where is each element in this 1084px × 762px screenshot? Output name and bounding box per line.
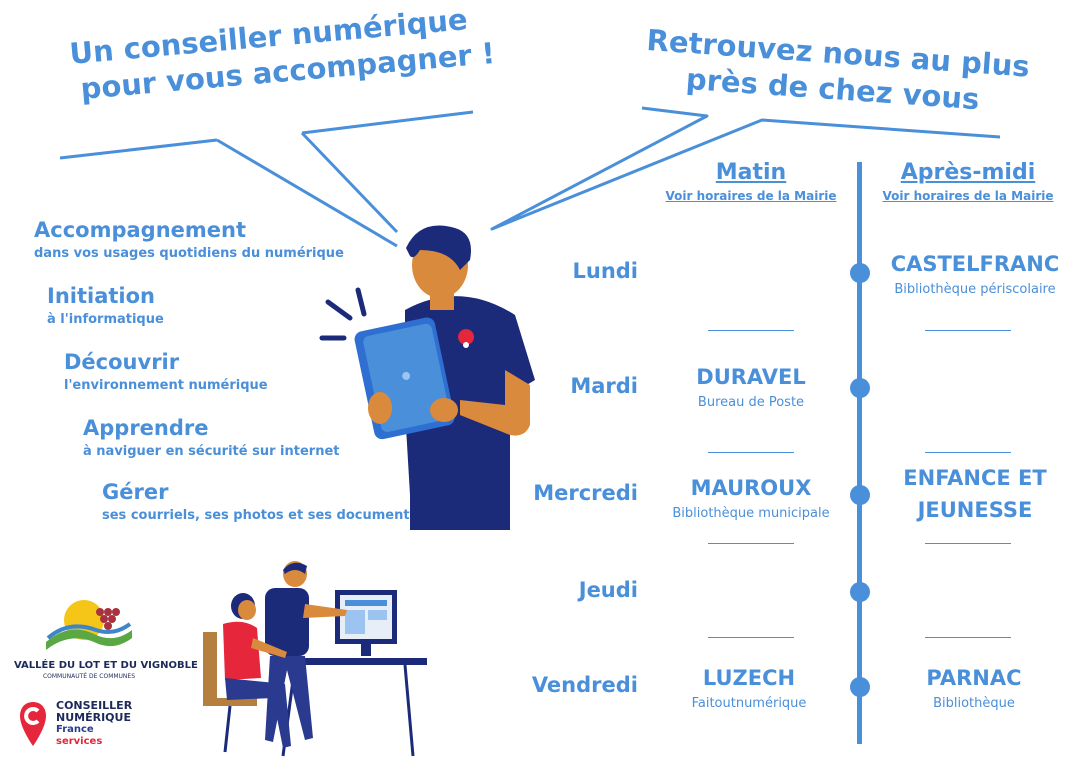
timeline-dot-mardi [850, 378, 870, 398]
service-subtitle: dans vos usages quotidiens du numérique [34, 246, 344, 261]
service-accompagnement: Accompagnement dans vos usages quotidien… [34, 218, 344, 261]
service-gerer: Gérer ses courriels, ses photos et ses d… [102, 480, 417, 523]
place-venue: Bibliothèque municipale [672, 506, 830, 521]
day-mardi: Mardi [570, 374, 638, 398]
computer-illustration [203, 561, 427, 757]
day-vendredi: Vendredi [531, 673, 638, 697]
service-title: Gérer [102, 480, 169, 504]
place-duravel: DURAVEL Bureau de Poste [661, 361, 841, 410]
timeline-line [857, 162, 862, 744]
afternoon-header: Après-midi Voir horaires de la Mairie [873, 160, 1063, 203]
separator [708, 452, 794, 453]
timeline-dot-mercredi [850, 485, 870, 505]
vallee-lot-name: VALLÉE DU LOT ET DU VIGNOBLE [14, 660, 198, 671]
service-subtitle: à naviguer en sécurité sur internet [83, 444, 340, 459]
separator [925, 543, 1011, 544]
service-initiation: Initiation à l'informatique [47, 284, 164, 327]
place-enfance-jeunesse: ENFANCE ET JEUNESSE [900, 462, 1050, 526]
separator [708, 330, 794, 331]
place-parnac: PARNAC Bibliothèque [884, 662, 1064, 711]
service-title: Accompagnement [34, 218, 246, 242]
advisor-illustration [319, 225, 535, 530]
vallee-lot-sub: COMMUNAUTÉ DE COMMUNES [42, 673, 136, 680]
conseiller-numerique-pin-icon [20, 702, 46, 746]
cn-line4: services [56, 736, 103, 747]
separator [708, 637, 794, 638]
cn-line2: NUMÉRIQUE [56, 711, 131, 724]
conseiller-numerique-logo: CONSEILLER NUMÉRIQUE France services [56, 700, 132, 748]
service-title: Découvrir [64, 350, 180, 374]
service-title: Initiation [47, 284, 155, 308]
morning-hours-link[interactable]: Voir horaires de la Mairie [665, 189, 837, 203]
afternoon-title: Après-midi [900, 160, 1036, 185]
timeline-dot-jeudi [850, 582, 870, 602]
separator [925, 637, 1011, 638]
cn-line3: France [56, 724, 94, 735]
vallee-lot-logo-icon [46, 600, 132, 650]
service-decouvrir: Découvrir l'environnement numérique [64, 350, 268, 393]
place-name: MAUROUX [690, 476, 812, 500]
timeline-dot-lundi [850, 263, 870, 283]
morning-title: Matin [715, 160, 787, 185]
service-apprendre: Apprendre à naviguer en sécurité sur int… [83, 416, 339, 459]
place-castelfranc: CASTELFRANC Bibliothèque périscolaire [870, 248, 1080, 297]
place-name: DURAVEL [696, 365, 806, 389]
day-jeudi: Jeudi [578, 578, 638, 602]
service-subtitle: ses courriels, ses photos et ses documen… [102, 508, 418, 523]
day-mercredi: Mercredi [533, 481, 638, 505]
separator [925, 330, 1011, 331]
timeline-dot-vendredi [850, 677, 870, 697]
day-lundi: Lundi [572, 259, 638, 283]
place-name: LUZECH [702, 666, 796, 690]
cn-line1: CONSEILLER [56, 699, 133, 712]
place-name: CASTELFRANC [890, 252, 1060, 276]
place-name: PARNAC [926, 666, 1022, 690]
separator [925, 452, 1011, 453]
morning-header: Matin Voir horaires de la Mairie [656, 160, 846, 203]
place-mauroux: MAUROUX Bibliothèque municipale [661, 472, 841, 521]
place-luzech: LUZECH Faitoutnumérique [659, 662, 839, 711]
separator [708, 543, 794, 544]
place-venue: Bureau de Poste [697, 395, 805, 410]
place-venue: Bibliothèque périscolaire [894, 282, 1056, 297]
service-title: Apprendre [83, 416, 209, 440]
place-venue: Bibliothèque [933, 696, 1015, 711]
service-subtitle: à l'informatique [47, 312, 164, 327]
place-venue: Faitoutnumérique [691, 696, 807, 711]
service-subtitle: l'environnement numérique [64, 378, 268, 393]
afternoon-hours-link[interactable]: Voir horaires de la Mairie [882, 189, 1054, 203]
place-name: ENFANCE ET JEUNESSE [903, 466, 1047, 522]
